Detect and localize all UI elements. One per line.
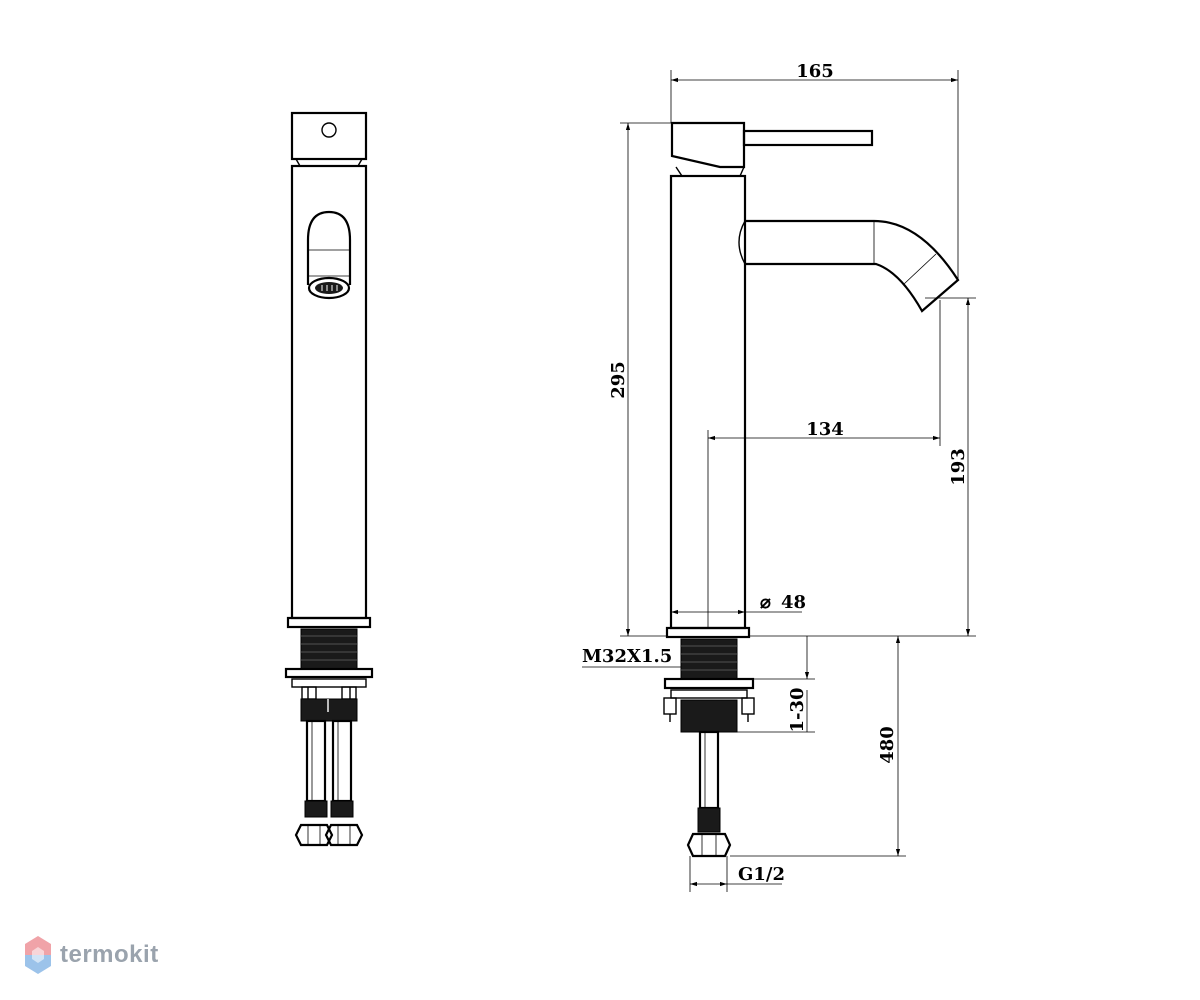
side-hose [698,730,720,810]
side-hex-nut [686,832,732,858]
watermark-text: termokit [60,941,159,968]
dim-spout-height: 193 [948,448,969,486]
side-handle-lever [742,129,874,147]
front-handle-cap [290,111,368,161]
side-washer [663,677,755,690]
front-spout-opening [306,210,352,285]
dim-spout-reach: 134 [806,419,844,440]
front-handle-hole [321,122,337,138]
side-base-flange [665,626,751,639]
front-washer [284,667,374,679]
front-hex-nut-right [324,823,364,847]
front-hose-left [305,719,327,803]
dim-connection: G1/2 [738,864,785,885]
dim-clamp-range: 1-30 [787,687,808,732]
side-handle-body [670,121,746,169]
dim-diameter: 48 [781,592,806,613]
front-hose-right [331,719,353,803]
front-threaded-shank [300,628,358,670]
watermark: termokit [24,935,159,975]
side-handle-collar [675,166,745,177]
front-nut [300,698,358,722]
dim-width-total: 165 [796,61,834,82]
dim-diameter-symbol: ⌀ [760,592,771,613]
dim-height-total: 295 [608,361,629,399]
front-body [290,164,368,620]
side-hose-ferrule [697,807,721,833]
front-base-flange [286,616,372,629]
hexagon-logo-icon [25,936,51,974]
front-aerator [307,276,351,300]
side-threaded-shank [680,638,738,680]
dim-hose-length: 480 [877,726,898,764]
front-hex-nut-left [294,823,334,847]
dimension-lines [582,70,976,892]
front-nut-plate [291,678,367,688]
side-nut [680,699,738,733]
side-spout [745,219,960,313]
side-view [663,121,960,858]
dimension-labels: 165 295 134 193 ⌀ 48 M32X1.5 1-30 480 G1… [582,61,969,885]
front-view [284,111,374,847]
side-nut-plate [670,689,748,699]
dim-thread: M32X1.5 [582,646,672,667]
